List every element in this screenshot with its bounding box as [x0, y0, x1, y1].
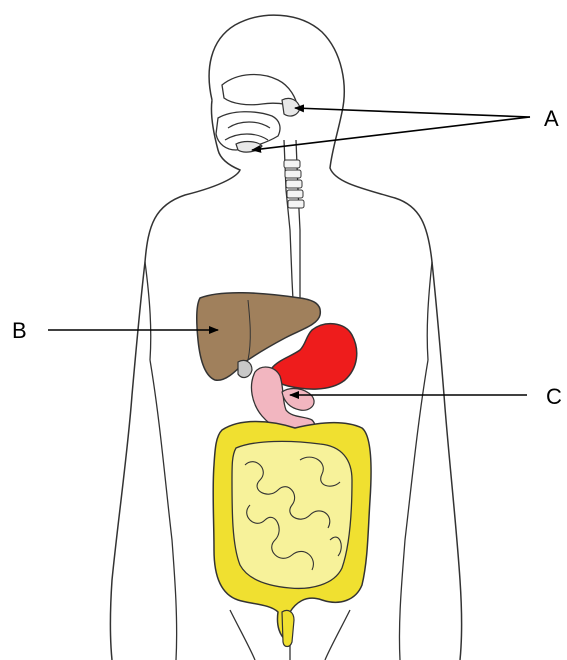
label-a: A — [544, 106, 559, 132]
label-c: C — [546, 384, 562, 410]
gallbladder — [238, 360, 252, 377]
left-arm-line — [145, 262, 177, 660]
arrow-a-lower — [252, 117, 530, 150]
salivary-gland-lower — [236, 142, 262, 153]
salivary-gland-upper — [282, 98, 300, 116]
arrow-a-upper — [295, 108, 530, 117]
small-intestine — [232, 441, 352, 588]
label-b: B — [12, 318, 27, 344]
pancreas-body — [282, 389, 314, 411]
rectum — [282, 610, 294, 646]
right-arm-line — [399, 262, 432, 660]
